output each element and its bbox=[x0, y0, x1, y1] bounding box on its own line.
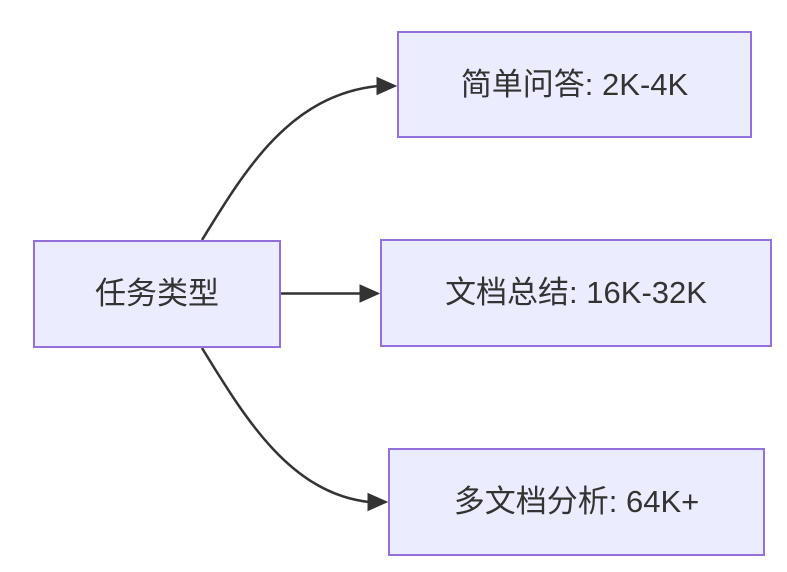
node-doc-summary-label: 文档总结: 16K-32K bbox=[445, 275, 707, 311]
node-task-type: 任务类型 bbox=[33, 240, 281, 348]
edge-root-to-multi-doc bbox=[200, 347, 389, 512]
edge-root-to-simple-qa bbox=[200, 76, 398, 241]
edge-root-to-doc-summary bbox=[281, 284, 381, 303]
node-task-type-label: 任务类型 bbox=[95, 276, 219, 312]
node-multi-doc: 多文档分析: 64K+ bbox=[388, 448, 765, 556]
node-simple-qa-label: 简单问答: 2K-4K bbox=[460, 66, 689, 102]
node-multi-doc-label: 多文档分析: 64K+ bbox=[453, 484, 700, 520]
arrowhead-simple-qa bbox=[376, 76, 398, 96]
node-doc-summary: 文档总结: 16K-32K bbox=[380, 239, 772, 347]
arrowhead-doc-summary bbox=[359, 284, 381, 303]
node-simple-qa: 简单问答: 2K-4K bbox=[397, 31, 752, 138]
arrowhead-multi-doc bbox=[367, 492, 389, 512]
